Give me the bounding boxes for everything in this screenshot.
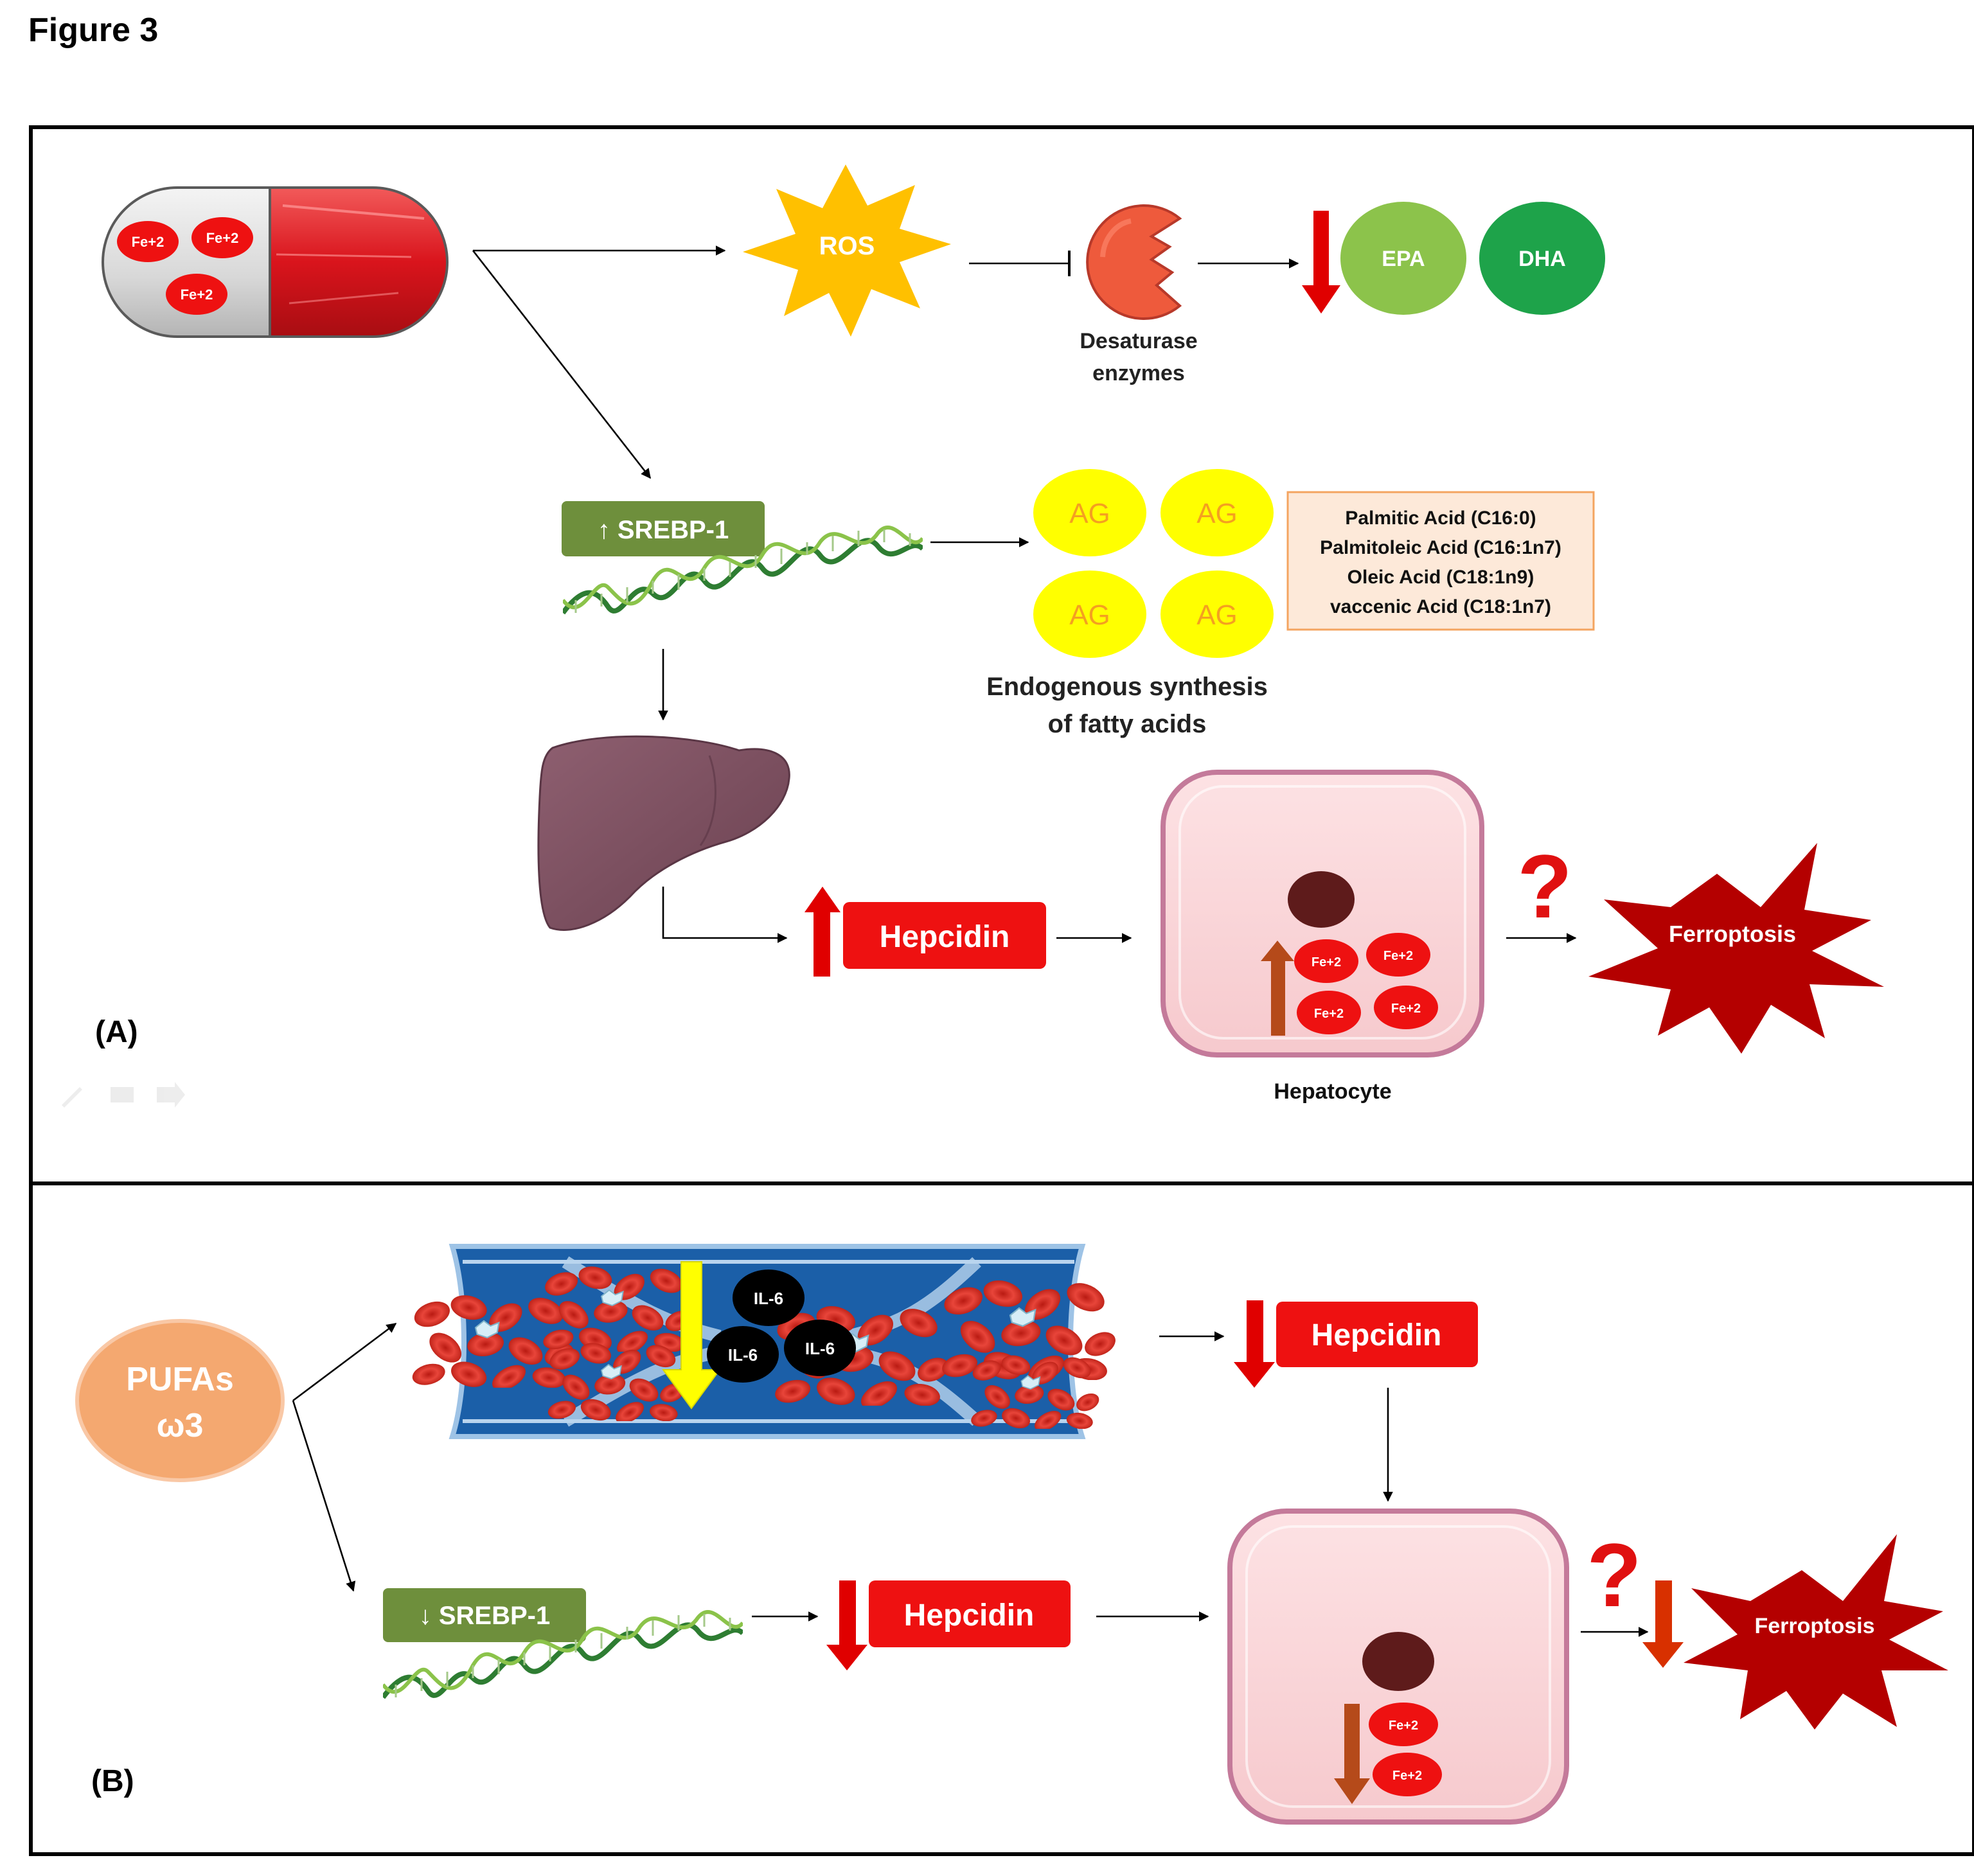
hepcidin-decrease-arrow-icon xyxy=(1234,1300,1275,1388)
ag-circles: AG AG AG AG xyxy=(1033,469,1274,658)
srebp1-up-badge: ↑ SREBP-1 xyxy=(562,501,765,556)
ag-label: AG xyxy=(1196,599,1238,631)
panel-b-label: (B) xyxy=(91,1764,134,1798)
iron-decrease-arrow-icon xyxy=(1334,1704,1370,1804)
liver-icon xyxy=(537,735,790,931)
hepatocyte-cell-b: Fe+2 Fe+2 xyxy=(1227,1509,1569,1825)
pufas-omega-label: ω3 xyxy=(157,1407,204,1444)
ferroptosis-decrease-arrow-icon xyxy=(1642,1580,1684,1668)
hepcidin-label: Hepcidin xyxy=(1312,1318,1442,1352)
hepatocyte-cell-a: Fe+2 Fe+2 Fe+2 Fe+2 xyxy=(1160,770,1484,1057)
srebp1-down-badge: ↓ SREBP-1 xyxy=(383,1588,586,1642)
question-mark-a: ? xyxy=(1517,836,1572,937)
fatty-acid-item: Oleic Acid (C18:1n9) xyxy=(1347,567,1534,588)
question-mark-b: ? xyxy=(1587,1525,1642,1625)
fatty-acid-item: Palmitic Acid (C16:0) xyxy=(1345,508,1536,529)
panel-b-frame xyxy=(29,1181,1974,1856)
ferroptosis-label: Ferroptosis xyxy=(1754,1614,1874,1638)
hepcidin-badge-b-bottom: Hepcidin xyxy=(869,1580,1071,1647)
figure-title: Figure 3 xyxy=(28,12,158,49)
yellow-down-arrow-icon xyxy=(662,1261,721,1410)
epa-label: EPA xyxy=(1382,247,1425,271)
arrows-panel-b xyxy=(292,1322,1649,1637)
increase-arrow-icon xyxy=(805,887,840,977)
panel-a-label: (A) xyxy=(95,1015,138,1049)
il6-cluster: IL-6 IL-6 IL-6 xyxy=(707,1270,856,1383)
ros-starburst: ROS xyxy=(743,164,951,337)
ros-label: ROS xyxy=(819,232,875,260)
decrease-arrow-icon xyxy=(1302,211,1340,314)
fatty-acids-box: Palmitic Acid (C16:0) Palmitoleic Acid (… xyxy=(1286,491,1595,631)
srebp1-down-label: ↓ SREBP-1 xyxy=(419,1602,551,1630)
ag-label: AG xyxy=(1069,498,1110,529)
fatty-acid-item: vaccenic Acid (C18:1n7) xyxy=(1330,596,1551,617)
fe-ion-label: Fe+2 xyxy=(1392,1769,1422,1783)
hepcidin-badge-a: Hepcidin xyxy=(843,902,1046,969)
fe-ion-label: Fe+2 xyxy=(1314,1007,1344,1021)
iron-pill-icon xyxy=(102,186,449,338)
faint-toolbar-icons xyxy=(62,1082,185,1108)
fe-ion-label: Fe+2 xyxy=(206,230,239,246)
il6-label: IL-6 xyxy=(805,1339,835,1358)
desaturase-label-2: enzymes xyxy=(1092,361,1185,385)
fe-ion-label: Fe+2 xyxy=(1312,955,1341,969)
dha-circle: DHA xyxy=(1479,202,1605,315)
ferroptosis-label: Ferroptosis xyxy=(1669,921,1796,947)
fe-ion-label: Fe+2 xyxy=(181,287,213,303)
pill-iron-ions: Fe+2 Fe+2 Fe+2 xyxy=(117,217,253,315)
hepcidin-decrease-arrow-icon xyxy=(826,1580,867,1670)
hepcidin-badge-b-top: Hepcidin xyxy=(1276,1302,1478,1367)
nucleus xyxy=(1288,871,1355,928)
desaturase-enzyme-icon xyxy=(1086,204,1182,320)
ag-label: AG xyxy=(1069,599,1110,631)
dha-label: DHA xyxy=(1518,247,1566,271)
hepatocyte-label: Hepatocyte xyxy=(1274,1079,1391,1104)
ferroptosis-burst-a: Ferroptosis xyxy=(1588,843,1884,1054)
fe-ion-label: Fe+2 xyxy=(132,234,164,250)
pufas-label: PUFAs xyxy=(126,1361,234,1398)
il6-label: IL-6 xyxy=(754,1289,783,1308)
fe-ion-label: Fe+2 xyxy=(1383,949,1413,963)
pufas-omega3-circle: PUFAs ω3 xyxy=(75,1319,285,1482)
synthesis-label-2: of fatty acids xyxy=(1048,710,1207,738)
srebp1-up-label: ↑ SREBP-1 xyxy=(598,516,729,544)
il6-label: IL-6 xyxy=(728,1345,758,1365)
fe-ion-label: Fe+2 xyxy=(1391,1002,1421,1016)
iron-increase-arrow-icon xyxy=(1261,941,1294,1036)
hepcidin-label: Hepcidin xyxy=(904,1598,1035,1633)
nucleus xyxy=(1362,1632,1434,1691)
ag-label: AG xyxy=(1196,498,1238,529)
synthesis-label: Endogenous synthesis xyxy=(986,673,1268,701)
fe-ion-label: Fe+2 xyxy=(1389,1719,1418,1733)
arrows-panel-a xyxy=(472,245,1577,943)
desaturase-label: Desaturase xyxy=(1080,329,1197,353)
epa-circle: EPA xyxy=(1340,202,1466,315)
ferroptosis-burst-b: Ferroptosis xyxy=(1684,1534,1948,1730)
fatty-acid-item: Palmitoleic Acid (C16:1n7) xyxy=(1320,537,1561,558)
hepcidin-label: Hepcidin xyxy=(880,920,1010,954)
